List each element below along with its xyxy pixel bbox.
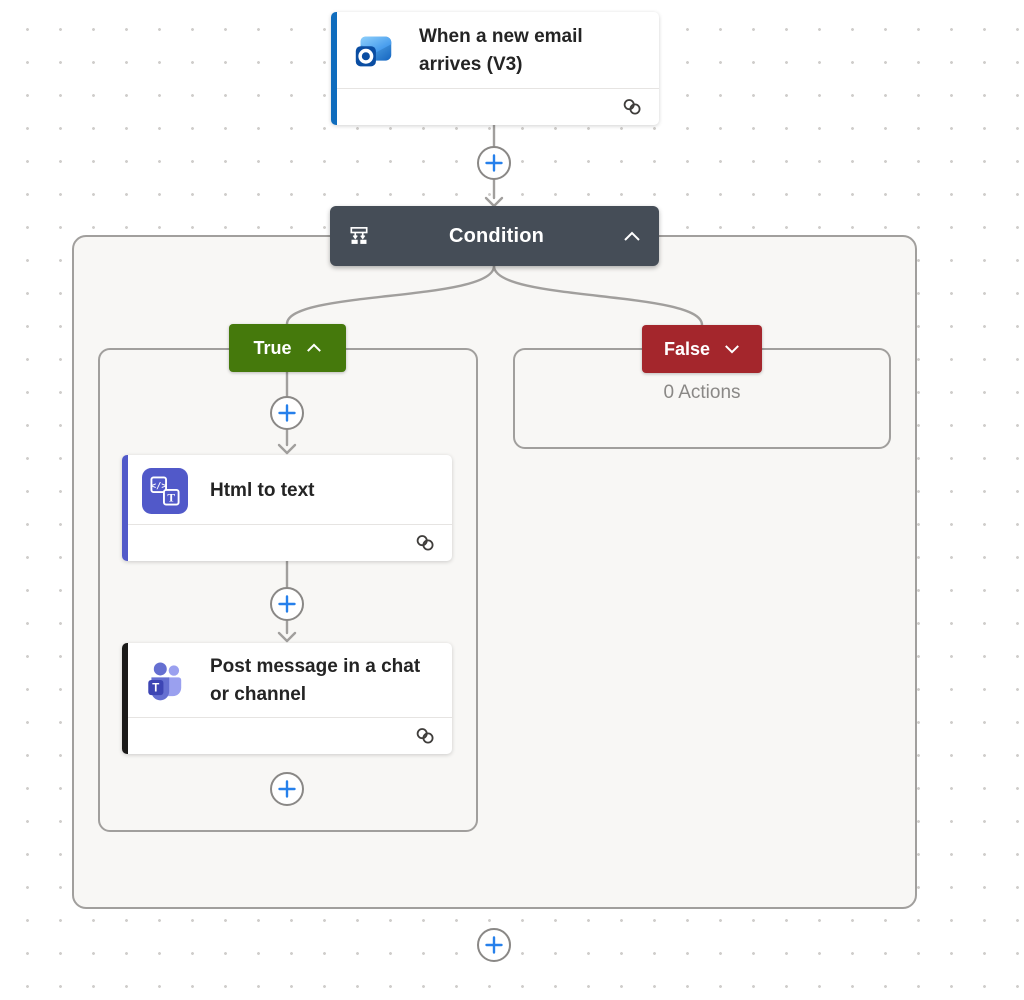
plus-icon [485,154,503,172]
chevron-down-icon[interactable] [724,344,740,354]
link-icon [623,99,641,115]
add-action-button-true-branch-bottom[interactable] [270,772,304,806]
plus-icon [485,936,503,954]
add-action-button-true-branch-top[interactable] [270,396,304,430]
chevron-up-icon[interactable] [623,231,641,242]
add-action-button-between-html-and-teams[interactable] [270,587,304,621]
false-branch-empty-text: 0 Actions [663,382,741,403]
plus-icon [278,404,296,422]
condition-icon [350,227,368,244]
html-to-text-title: Html to text [210,479,315,501]
action-card-post-message-teams[interactable]: T Post message in a chat or channel [122,643,452,754]
false-branch-badge[interactable]: False [642,325,762,373]
plus-icon [278,780,296,798]
add-action-button-after-trigger[interactable] [477,146,511,180]
chevron-up-icon[interactable] [306,343,322,353]
add-action-button-after-condition[interactable] [477,928,511,962]
svg-text:T: T [152,682,159,694]
true-branch-badge[interactable]: True [229,324,346,372]
html-to-text-icon: </> T [142,467,188,514]
teams-icon: T [142,658,188,704]
trigger-card-when-new-email-arrives[interactable]: When a new email arrives (V3) [331,12,659,125]
svg-text:T: T [167,492,175,504]
trigger-title: When a new email arrives (V3) [419,26,583,75]
teams-accent-bar [122,643,128,754]
link-icon [416,535,434,551]
svg-text:</>: </> [151,481,167,491]
true-branch-label: True [253,337,292,358]
condition-action-header[interactable]: Condition [330,206,659,266]
html-accent-bar [122,455,128,561]
link-icon [416,728,434,744]
trigger-accent-bar [331,12,337,125]
condition-title: Condition [448,224,545,247]
action-card-html-to-text[interactable]: </> T Html to text [122,455,452,561]
post-message-title: Post message in a chat or channel [210,656,421,705]
plus-icon [278,595,296,613]
false-branch-label: False [663,338,711,359]
outlook-icon [351,28,397,74]
